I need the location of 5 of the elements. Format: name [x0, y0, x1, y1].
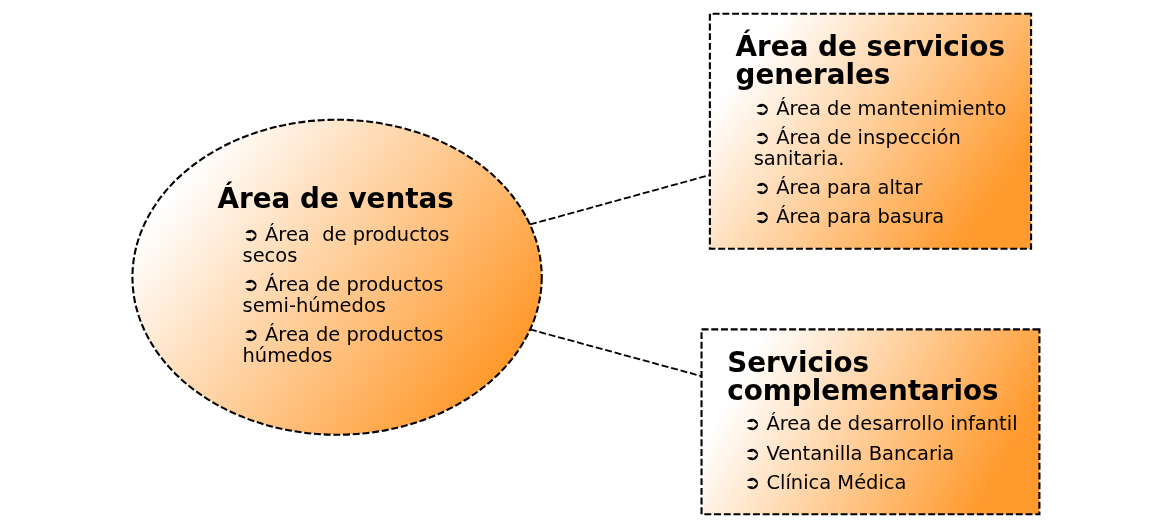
node-ellipse: Área de ventas ➲ Área de productos secos ➲ Área de productos semi-húmedos ➲ Área de productos húmedos — [130, 118, 543, 436]
node-box: Servicios complementarios ➲ Área de desarrollo infantil ➲ Ventanilla Bancaria ➲ Clínica Médica — [700, 328, 1040, 516]
connector — [528, 174, 711, 226]
node-box: Área de servicios generales ➲ Área de mantenimiento ➲ Área de inspección sanitaria. ➲ Área para altar ➲ Área para basura — [708, 12, 1032, 250]
connector — [528, 328, 702, 378]
